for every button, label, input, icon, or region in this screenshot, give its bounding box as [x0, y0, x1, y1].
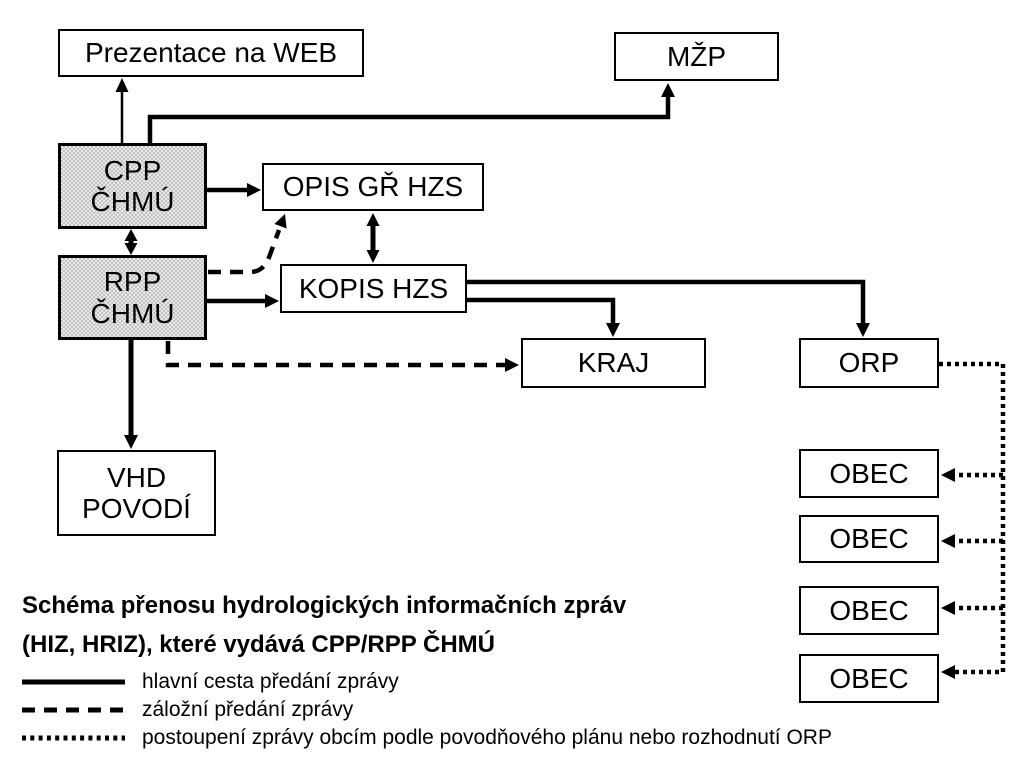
node-rpp-label-line1: RPP: [103, 266, 162, 298]
node-opis-gr-hzs: OPIS GŘ HZS: [262, 163, 484, 211]
legend-item-main-route: hlavní cesta předání zprávy: [22, 668, 832, 696]
legend-item-backup-route-label: záložní předání zprávy: [142, 698, 354, 721]
node-obec-1: OBEC: [799, 449, 939, 498]
node-vhd-label-line1: VHD: [106, 461, 167, 493]
node-rpp-chmu: RPP ČHMÚ: [58, 255, 207, 340]
node-kraj-label: KRAJ: [577, 347, 650, 379]
node-obec-3-label: OBEC: [829, 594, 909, 626]
node-prezentace-label: Prezentace na WEB: [84, 37, 338, 69]
node-orp-label: ORP: [838, 347, 900, 379]
arrow-rpp-to-vhd: [124, 340, 138, 449]
node-obec-4-label: OBEC: [829, 662, 909, 694]
node-cpp-chmu: CPP ČHMÚ: [58, 143, 207, 229]
node-obec-4: OBEC: [799, 654, 939, 703]
legend-item-forwarding-route: postoupení zprávy obcím podle povodňovéh…: [22, 724, 832, 752]
legend-item-backup-route: záložní předání zprávy: [22, 696, 832, 724]
legend-dotted-line-icon: [22, 735, 125, 741]
node-vhd-povodi: VHD POVODÍ: [57, 450, 216, 536]
node-mzp-label: MŽP: [666, 40, 727, 72]
arrow-cpp-to-web: [115, 78, 129, 143]
arrow-cpp-to-opis: [207, 183, 261, 197]
node-kopis-label: KOPIS HZS: [298, 272, 449, 304]
node-mzp: MŽP: [614, 32, 779, 81]
arrow-rpp-to-kopis: [207, 294, 279, 308]
diagram-title: Schéma přenosu hydrologických informační…: [22, 586, 722, 664]
node-cpp-label-line2: ČHMÚ: [90, 186, 175, 217]
node-cpp-label-line1: CPP: [103, 154, 162, 186]
arrow-kopis-to-kraj: [467, 297, 620, 337]
node-vhd-label-line2: POVODÍ: [82, 493, 191, 524]
node-opis-label: OPIS GŘ HZS: [282, 171, 464, 203]
legend-dashed-line-icon: [22, 707, 125, 713]
diagram-title-line2: (HIZ, HRIZ), které vydává CPP/RPP ČHMÚ: [22, 631, 496, 658]
node-obec-2: OBEC: [799, 515, 939, 563]
node-orp: ORP: [799, 338, 939, 388]
arrow-rpp-to-kraj-backup: [165, 341, 519, 372]
legend-item-forwarding-route-label: postoupení zprávy obcím podle povodňovéh…: [142, 726, 832, 749]
arrow-kopis-to-orp: [467, 279, 870, 337]
node-kopis-hzs: KOPIS HZS: [280, 264, 467, 313]
node-rpp-label-line2: ČHMÚ: [90, 297, 175, 329]
arrow-orp-to-obec-dotted: [939, 361, 1006, 679]
node-kraj: KRAJ: [521, 338, 706, 388]
legend-item-main-route-label: hlavní cesta předání zprávy: [142, 670, 399, 693]
node-prezentace-na-web: Prezentace na WEB: [58, 29, 364, 77]
node-obec-2-label: OBEC: [829, 523, 909, 555]
legend-solid-line-icon: [22, 679, 125, 685]
node-obec-1-label: OBEC: [829, 457, 909, 489]
arrow-cpp-to-mzp: [147, 83, 675, 143]
legend: hlavní cesta předání zprávy záložní před…: [22, 668, 832, 752]
diagram-title-line1: Schéma přenosu hydrologických informační…: [22, 592, 627, 619]
arrow-opis-kopis-bidirectional: [366, 213, 380, 263]
arrow-rpp-to-opis-backup: [208, 214, 287, 275]
node-obec-3: OBEC: [799, 586, 939, 635]
arrow-cpp-rpp-bidirectional: [124, 229, 138, 255]
